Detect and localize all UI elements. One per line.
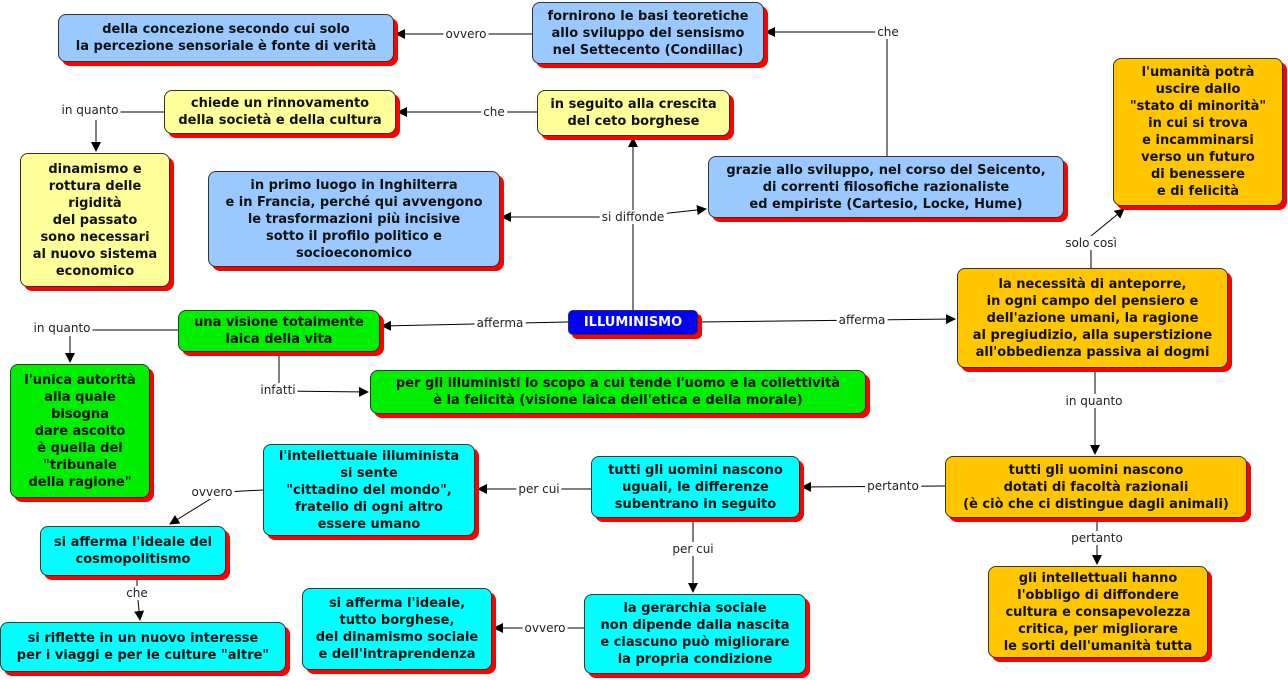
node-facolta-razionali[interactable]: tutti gli uomini nascono dotati di facol… — [945, 456, 1247, 518]
link-label-che: che — [124, 586, 150, 600]
node-rinnovamento[interactable]: chiede un rinnovamento della società e d… — [164, 90, 396, 134]
node-illuminismo-root[interactable]: ILLUMINISMO — [568, 310, 698, 335]
link-label-afferma: afferma — [836, 313, 888, 327]
node-obbligo[interactable]: gli intellettuali hanno l'obbligo di dif… — [988, 566, 1208, 658]
node-visione-laica[interactable]: una visione totalmente laica della vita — [178, 310, 380, 352]
node-felicita[interactable]: per gli illuministi lo scopo a cui tende… — [370, 370, 866, 414]
link-label-in-quanto: in quanto — [31, 321, 93, 335]
node-inghilterra-francia[interactable]: in primo luogo in Inghilterra e in Franc… — [208, 171, 500, 267]
link-label-pertanto: pertanto — [865, 479, 921, 493]
node-necessita-ragione[interactable]: la necessità di anteporre, in ogni campo… — [957, 268, 1228, 368]
node-ceto-borghese[interactable]: in seguito alla crescita del ceto borghe… — [537, 90, 730, 136]
link-label-per-cui: per cui — [516, 482, 562, 496]
node-correnti-filosofiche[interactable]: grazie allo sviluppo, nel corso del Seic… — [708, 156, 1064, 218]
node-basi-teoretiche[interactable]: fornirono le basi teoretiche allo svilup… — [532, 2, 764, 64]
link-label-pertanto: pertanto — [1069, 531, 1125, 545]
node-viaggi[interactable]: si riflette in un nuovo interesse per i … — [0, 622, 286, 672]
node-cosmopolitismo[interactable]: si afferma l'ideale del cosmopolitismo — [40, 526, 226, 576]
node-ideale-borghese[interactable]: si afferma l'ideale, tutto borghese, del… — [302, 588, 492, 670]
link-label-per-cui: per cui — [670, 542, 716, 556]
link-label-solo-cosi: solo così — [1063, 236, 1119, 250]
node-sensismo-definition[interactable]: della concezione secondo cui solo la per… — [58, 14, 394, 62]
arrow-connector — [1090, 208, 1125, 237]
link-label-in-quanto: in quanto — [1063, 394, 1125, 408]
node-uguali[interactable]: tutti gli uomini nascono uguali, le diff… — [591, 456, 800, 518]
node-gerarchia[interactable]: la gerarchia sociale non dipende dalla n… — [584, 594, 806, 674]
link-label-infatti: infatti — [258, 383, 298, 397]
arrow-connector — [169, 497, 213, 525]
arrow-connector — [134, 599, 145, 621]
link-label-ovvero: ovvero — [189, 485, 235, 499]
node-unica-autorita[interactable]: l'unica autorità alla quale bisogna dare… — [10, 364, 150, 498]
node-umanita[interactable]: l'umanità potrà uscire dallo "stato di m… — [1113, 58, 1283, 206]
link-label-in-quanto: in quanto — [59, 103, 121, 117]
link-label-afferma: afferma — [474, 316, 526, 330]
arrow-connector — [697, 314, 956, 325]
link-label-che: che — [481, 105, 507, 119]
link-label-si-diffonde: si diffonde — [599, 210, 667, 224]
link-label-ovvero: ovvero — [443, 27, 489, 41]
node-dinamismo[interactable]: dinamismo e rottura delle rigidità del p… — [20, 153, 170, 287]
node-intellettuale[interactable]: l'intellettuale illuminista si sente "ci… — [263, 444, 475, 536]
link-label-ovvero: ovvero — [522, 621, 568, 635]
link-label-che: che — [875, 25, 901, 39]
